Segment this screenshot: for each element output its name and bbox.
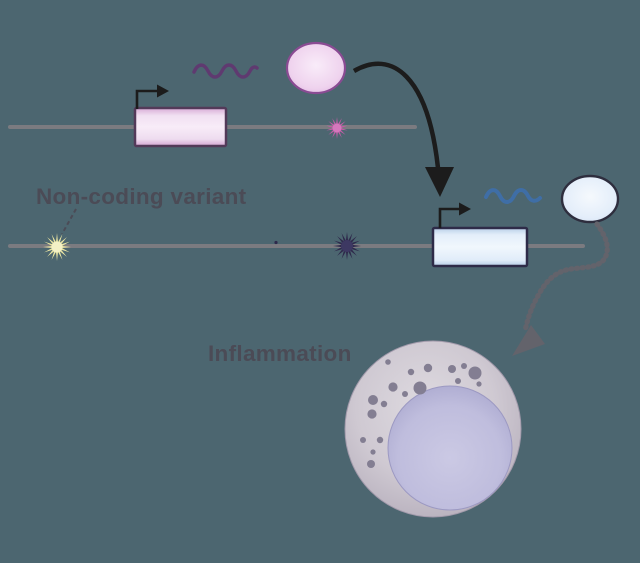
mrna-squiggle-coding [192, 63, 259, 79]
coding-gene-box [133, 106, 228, 148]
non-coding-variant-label: Non-coding variant [36, 184, 247, 209]
non-coding-variant-callout: Non-coding variant [36, 184, 247, 235]
granule-dot [370, 449, 376, 455]
granule-dot [367, 460, 375, 468]
target-protein-oval [560, 174, 620, 224]
immune-cell [344, 340, 522, 518]
granule-dot [455, 378, 461, 384]
inflammation-label: Inflammation [208, 341, 352, 366]
granule-dot [402, 391, 408, 397]
granule-dot [407, 368, 415, 376]
dark-variant-center [341, 240, 353, 252]
regulation-arrow [352, 61, 454, 197]
granule-dot [468, 366, 482, 380]
coding-allele [8, 41, 417, 148]
target-allele [8, 174, 620, 268]
granules [360, 359, 482, 468]
transcription-start-arrow-top [135, 89, 158, 109]
regulation-arrow-curve [352, 61, 441, 169]
cell-nucleus [387, 385, 513, 511]
inflammation-section: Inflammation [208, 340, 522, 518]
regulation-arrowhead [425, 167, 454, 197]
coding-variant-center [332, 123, 342, 133]
granule-dot [376, 436, 384, 444]
granule-dot [413, 381, 427, 395]
target-gene-box [431, 226, 529, 268]
granule-dot [367, 409, 377, 419]
coding-protein-oval [285, 41, 347, 95]
noncoding-variant-center [51, 241, 63, 253]
granule-dot [423, 363, 433, 373]
granule-dot [461, 363, 467, 369]
signalling-arrow-coil [522, 221, 610, 334]
granule-dot [380, 400, 388, 408]
granule-dot [385, 359, 391, 365]
granule-dot [360, 437, 366, 443]
transcription-start-arrowhead-top [157, 84, 169, 98]
granule-dot [476, 381, 482, 387]
granule-dot [368, 395, 378, 405]
signalling-arrow [512, 221, 610, 356]
mrna-squiggle-target [484, 188, 542, 204]
transcription-start-arrowhead-bottom [459, 202, 471, 216]
variant-pointer-line [61, 208, 77, 235]
granule-dot [448, 365, 456, 373]
dna-small-mark [274, 240, 278, 245]
signalling-arrowhead [512, 325, 545, 356]
transcription-start-arrow-bottom [438, 207, 460, 228]
granule-dot [388, 382, 398, 392]
